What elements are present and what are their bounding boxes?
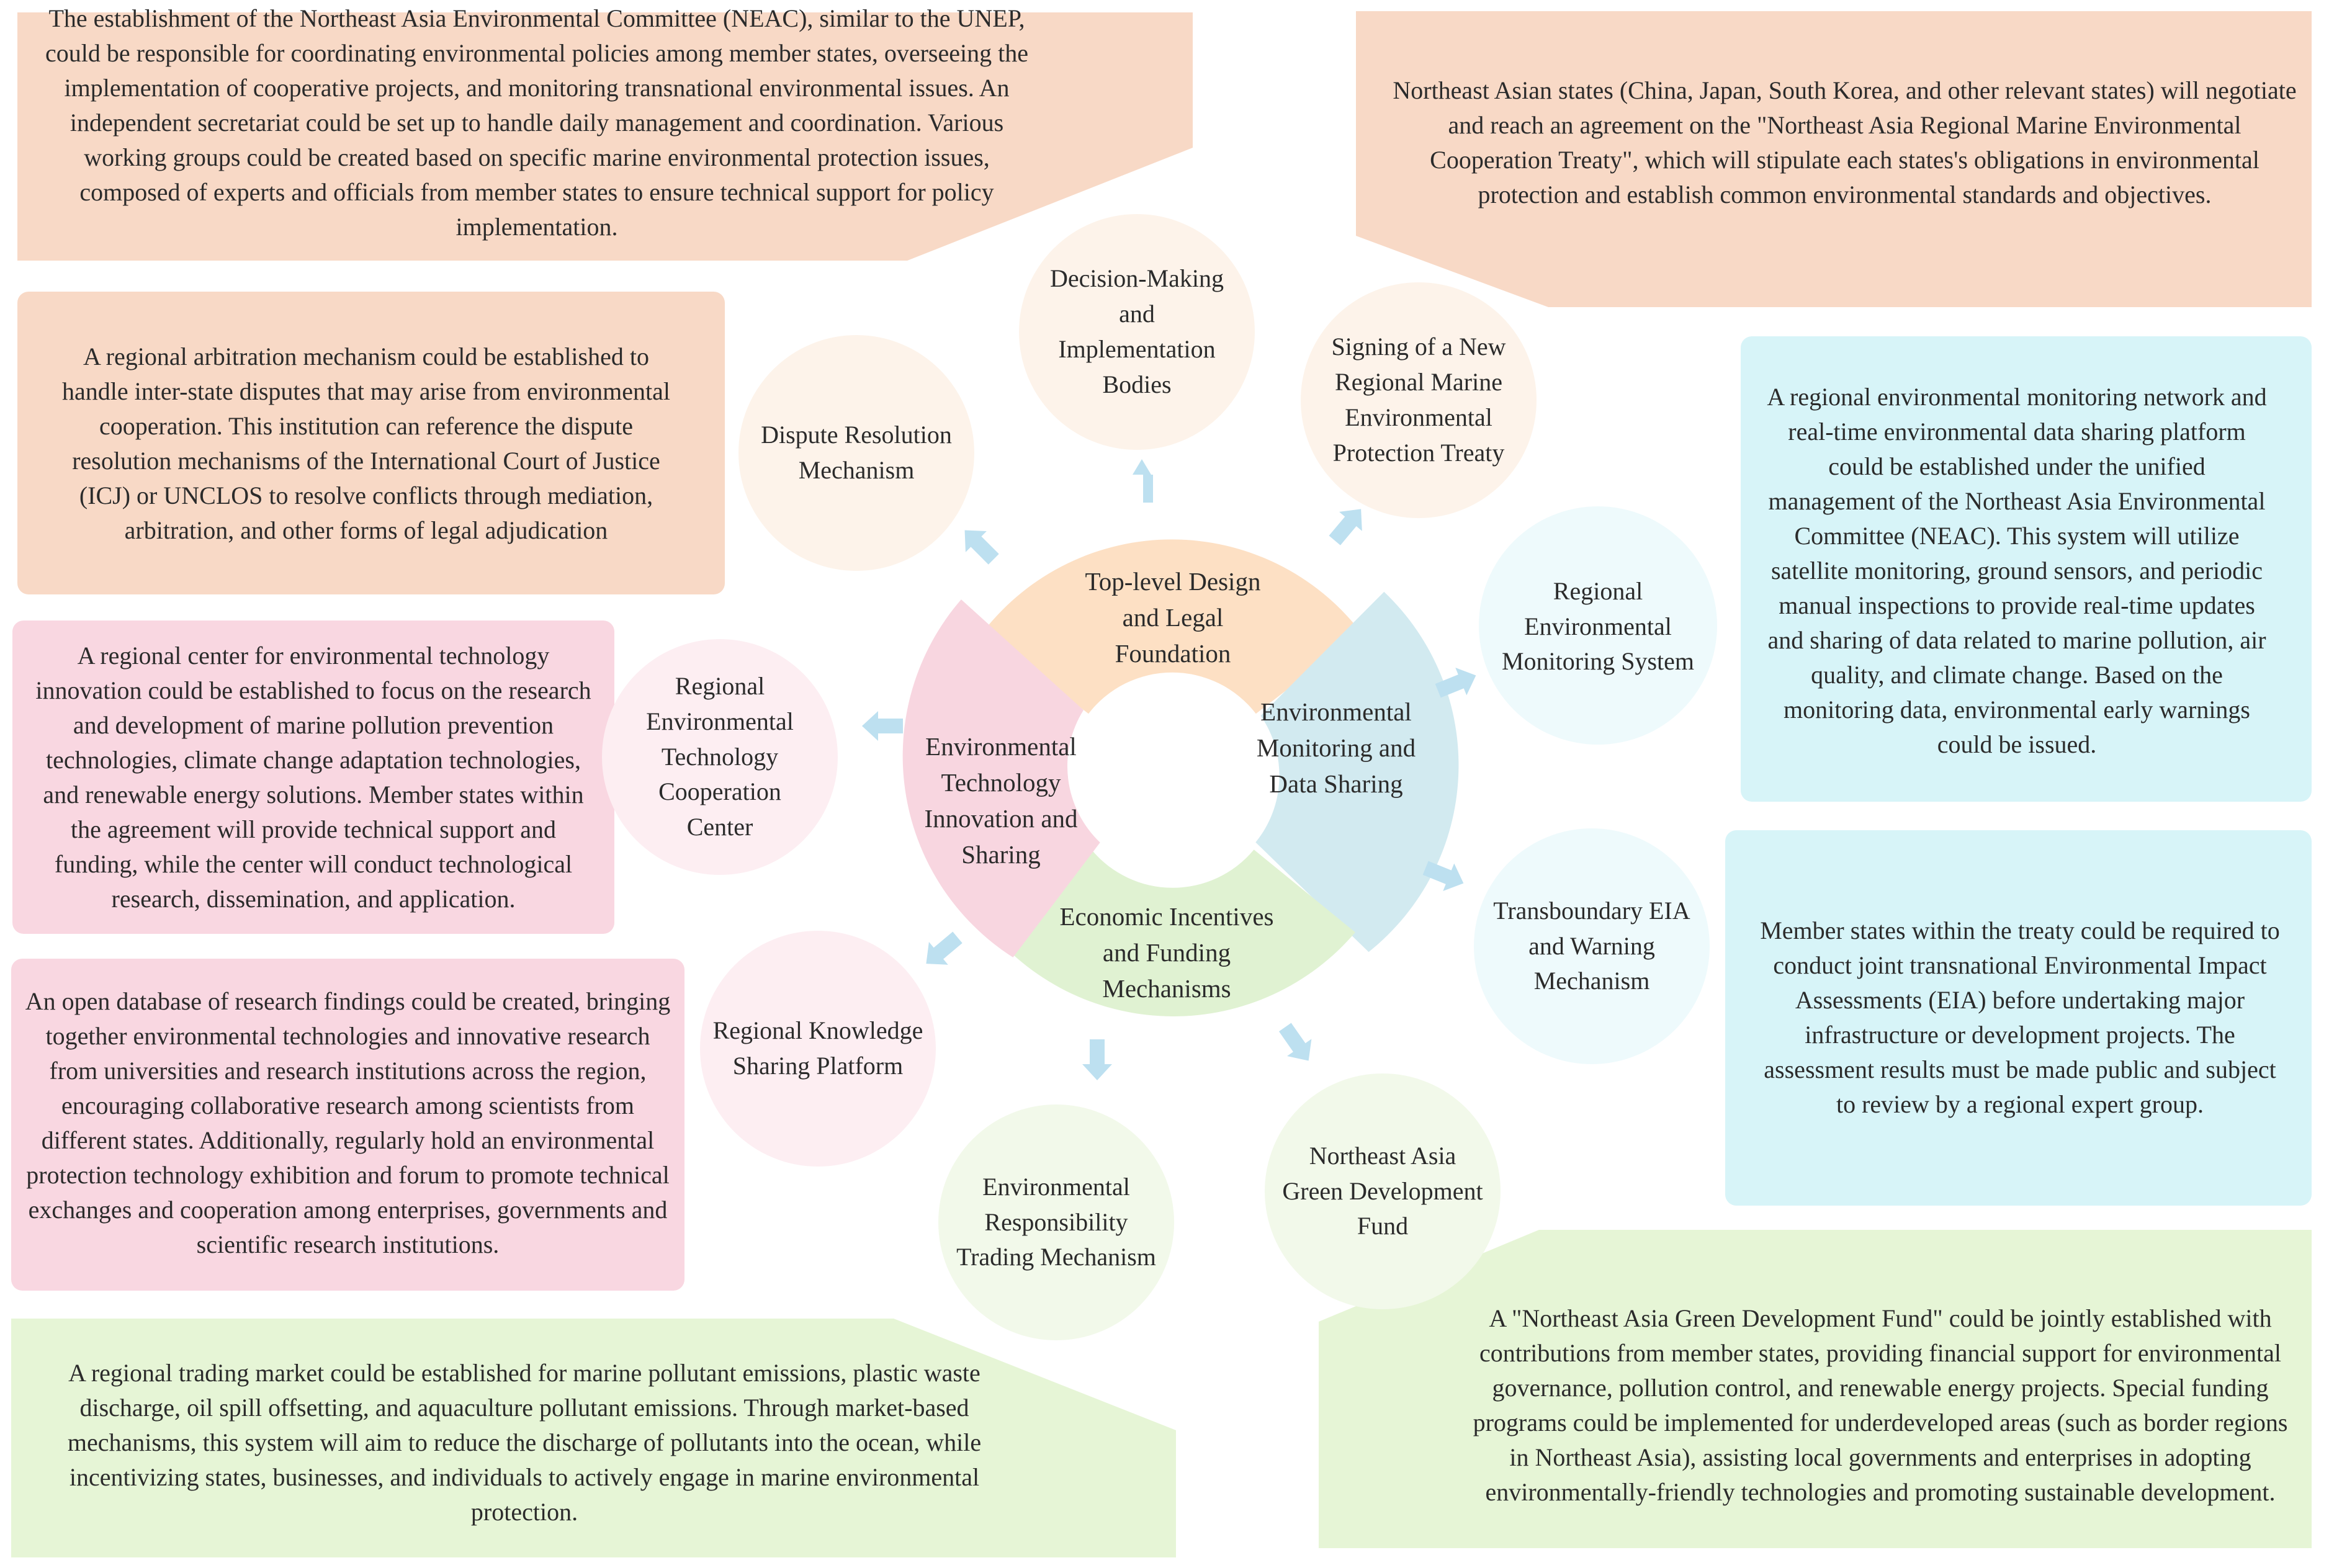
segment-right-shape bbox=[1255, 591, 1459, 952]
box-treaty-shape bbox=[1356, 11, 2312, 307]
box-tech-center-shape bbox=[12, 620, 614, 934]
box-trading-text: A regional trading market could be estab… bbox=[67, 1359, 982, 1526]
arrow-up-icon bbox=[1133, 459, 1153, 503]
box-arbitration-text: A regional arbitration mechanism could b… bbox=[62, 343, 670, 544]
circle-eia-shape bbox=[1474, 828, 1710, 1064]
segment-left-shape bbox=[902, 599, 1100, 957]
circle-tech-center-label: Regional Environmental Technology Cooper… bbox=[646, 672, 794, 841]
circle-tech-center-shape bbox=[602, 639, 838, 875]
segment-top-shape bbox=[983, 539, 1362, 714]
segment-top-label: Top-level Design and Legal Foundation bbox=[1085, 567, 1261, 668]
circle-dispute-label: Dispute Resolution Mechanism bbox=[761, 421, 952, 484]
circle-decision-label: Decision-Making and Implementation Bodie… bbox=[1050, 264, 1224, 398]
arrow-downright2-icon bbox=[1278, 1023, 1312, 1061]
box-treaty-text: Northeast Asian states (China, Japan, So… bbox=[1393, 76, 2297, 208]
box-eia-shape bbox=[1725, 830, 2312, 1206]
arrow-down-icon bbox=[1082, 1039, 1112, 1080]
arrow-right-icon bbox=[1435, 668, 1476, 698]
arrow-left-icon bbox=[862, 711, 903, 741]
circle-trading-label: Environmental Responsibility Trading Mec… bbox=[956, 1172, 1156, 1271]
arrow-downleft-icon bbox=[926, 931, 963, 965]
circle-eia-label: Transboundary EIA and Warning Mechanism bbox=[1493, 896, 1690, 995]
segment-left-label: Environmental Technology Innovation and … bbox=[924, 732, 1078, 869]
box-database-text: An open database of research findings co… bbox=[25, 987, 671, 1258]
box-eia-text: Member states within the treaty could be… bbox=[1760, 916, 2280, 1118]
box-arbitration-shape bbox=[17, 292, 725, 594]
segment-bottom-shape bbox=[990, 849, 1355, 1016]
box-neac-text: The establishment of the Northeast Asia … bbox=[45, 4, 1028, 241]
circle-monitoring-shape bbox=[1479, 506, 1717, 745]
arrows bbox=[862, 459, 1476, 1080]
circle-treaty-label: Signing of a New Regional Marine Environ… bbox=[1331, 333, 1506, 467]
circle-monitoring-label: Regional Environmental Monitoring System bbox=[1501, 576, 1695, 676]
circle-knowledge-label: Regional Knowledge Sharing Platform bbox=[712, 1016, 923, 1080]
circle-decision-shape bbox=[1019, 214, 1255, 450]
box-fund-text: A "Northeast Asia Green Development Fund… bbox=[1473, 1304, 2288, 1506]
circle-treaty-shape bbox=[1301, 282, 1537, 518]
box-fund-shape bbox=[1319, 1230, 2312, 1548]
box-tech-center-text: A regional center for environmental tech… bbox=[35, 641, 591, 913]
circle-fund-label: Northeast Asia Green Development Fund bbox=[1282, 1141, 1483, 1240]
arrow-upleft-icon bbox=[964, 530, 999, 565]
circle-dispute-shape bbox=[738, 335, 974, 571]
arrow-upright-icon bbox=[1329, 509, 1362, 545]
box-trading-shape bbox=[11, 1319, 1176, 1557]
circle-fund-shape bbox=[1265, 1073, 1501, 1309]
arrow-downright-icon bbox=[1422, 861, 1464, 891]
segment-right-label: Environmental Monitoring and Data Sharin… bbox=[1256, 697, 1416, 799]
box-database-shape bbox=[11, 959, 684, 1291]
box-monitoring-text: A regional environmental monitoring netw… bbox=[1767, 383, 2267, 758]
segment-bottom-label: Economic Incentives and Funding Mechanis… bbox=[1059, 902, 1274, 1003]
box-neac-shape bbox=[17, 12, 1193, 261]
circle-knowledge-shape bbox=[700, 931, 936, 1167]
box-monitoring-shape bbox=[1741, 336, 2312, 802]
circle-trading-shape bbox=[938, 1104, 1174, 1340]
